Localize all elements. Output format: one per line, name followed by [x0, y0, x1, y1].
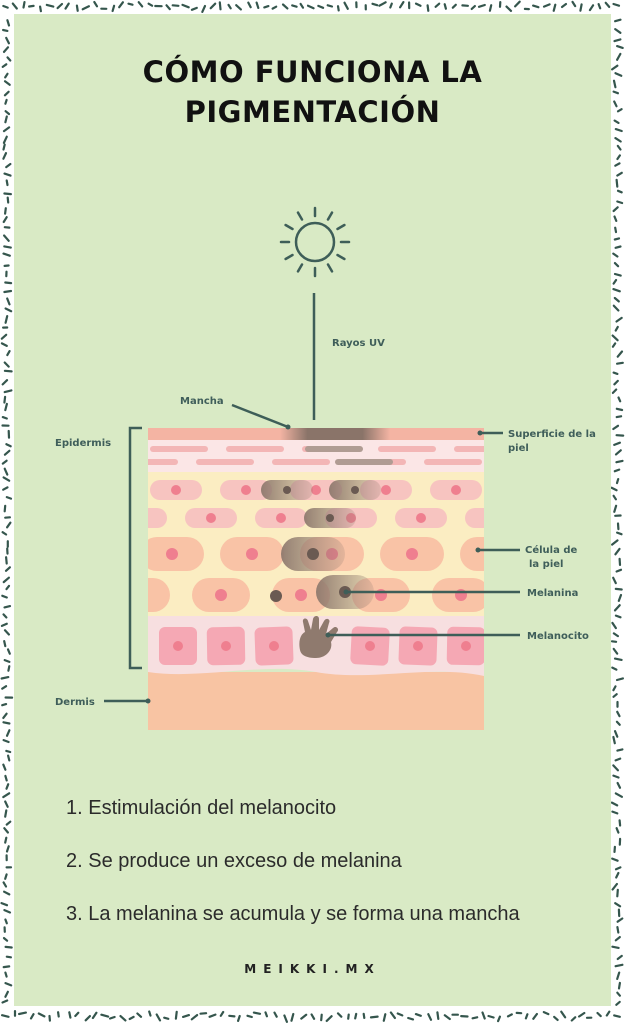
dark-spot: [280, 428, 390, 440]
label-superficie-1: Superficie de la: [508, 429, 596, 440]
mancha-leader: [231, 403, 289, 429]
label-superficie-2: piel: [508, 443, 529, 454]
label-melanocito: Melanocito: [527, 631, 589, 642]
title-line-2: PIGMENTACIÓN: [184, 95, 441, 129]
label-mancha: Mancha: [180, 396, 224, 407]
brand-footer: MEIKKI.MX: [244, 962, 381, 976]
step-item: 3. La melanina se acumula y se forma una…: [66, 903, 520, 925]
page-title: CÓMO FUNCIONA LA PIGMENTACIÓN: [14, 52, 611, 132]
dermis-layer: [148, 672, 484, 730]
label-celula-1: Célula de: [525, 544, 577, 556]
steps-list: 1. Estimulación del melanocito 2. Se pro…: [66, 794, 520, 953]
step-item: 2. Se produce un exceso de melanina: [66, 850, 402, 872]
label-rayos-uv: Rayos UV: [332, 338, 385, 349]
title-line-1: CÓMO FUNCIONA LA: [142, 55, 483, 89]
label-epidermis: Epidermis: [55, 438, 111, 449]
label-melanina: Melanina: [527, 588, 578, 599]
granular-layer: [148, 439, 484, 472]
label-dermis: Dermis: [55, 697, 95, 708]
melanocyte-cell: [299, 616, 339, 658]
skin-cross-section: [148, 428, 484, 730]
label-celula-2: la piel: [529, 559, 563, 570]
step-item: 1. Estimulación del melanocito: [66, 797, 337, 819]
epidermis-bracket: [128, 426, 142, 670]
sun-icon: [279, 206, 351, 278]
